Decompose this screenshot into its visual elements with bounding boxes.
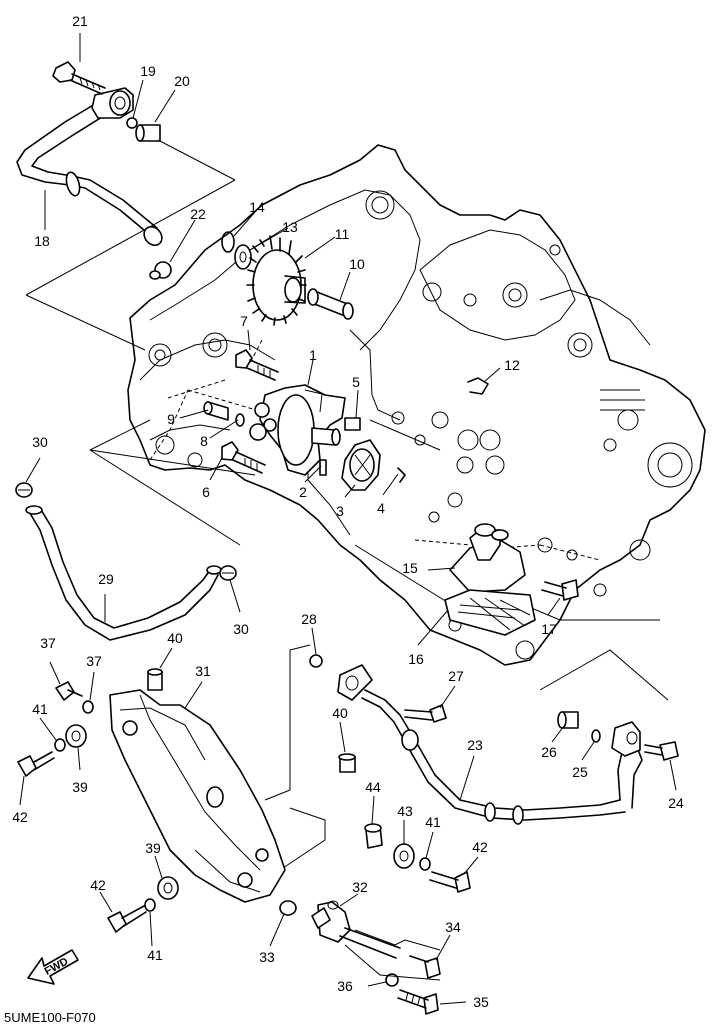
- callout-42-right: 42: [472, 839, 488, 855]
- left-hardware: [17, 661, 179, 947]
- callout-27: 27: [448, 668, 464, 684]
- callout-7: 7: [240, 313, 248, 329]
- callout-37: 37: [40, 635, 56, 651]
- callout-14: 14: [249, 199, 265, 215]
- oil-pipe-assembly: [309, 627, 679, 825]
- callout-40-mid: 40: [332, 705, 348, 721]
- callout-3: 3: [336, 503, 344, 519]
- callout-35: 35: [473, 994, 489, 1010]
- callout-labels: 21 19 20 18 22 14 13 11 10 7 1 12 5 9 8 …: [12, 13, 684, 1010]
- oil-pump-assembly: [179, 329, 406, 498]
- callout-18: 18: [34, 233, 50, 249]
- strainer-assembly: [417, 523, 579, 646]
- drawing-code: 5UME100-F070: [4, 1010, 96, 1025]
- callout-4: 4: [377, 500, 385, 516]
- callout-36: 36: [337, 978, 353, 994]
- callout-42-bottom: 42: [90, 877, 106, 893]
- callout-11: 11: [335, 226, 350, 242]
- callout-13: 13: [282, 219, 298, 235]
- callout-1: 1: [309, 347, 317, 363]
- callout-33: 33: [259, 949, 275, 965]
- forward-direction-arrow: FWD: [27, 949, 79, 985]
- callout-21: 21: [72, 13, 88, 29]
- callout-38: 37: [86, 653, 102, 669]
- fwd-label: FWD: [43, 956, 71, 978]
- callout-25: 25: [572, 764, 588, 780]
- breather-hose-assembly: [16, 33, 236, 280]
- callout-40-top: 40: [167, 630, 183, 646]
- callout-41-bottom: 41: [147, 947, 163, 963]
- callout-32: 32: [352, 879, 368, 895]
- callout-30-bottom: 30: [233, 621, 249, 637]
- callout-20: 20: [174, 73, 190, 89]
- callout-41-right: 41: [425, 814, 441, 830]
- right-mount-hardware: [364, 795, 479, 893]
- callout-26: 26: [541, 744, 557, 760]
- collars-40: [147, 647, 356, 773]
- callout-8: 8: [200, 433, 208, 449]
- callout-15: 15: [402, 560, 418, 576]
- lower-hose-assembly: [15, 457, 241, 641]
- callout-30-top: 30: [32, 434, 48, 450]
- callout-42-left: 42: [12, 809, 28, 825]
- callout-6: 6: [202, 484, 210, 500]
- callout-28: 28: [301, 611, 317, 627]
- callout-39-left: 39: [72, 779, 88, 795]
- callout-5: 5: [352, 374, 360, 390]
- callout-24: 24: [668, 795, 684, 811]
- callout-43: 43: [397, 803, 413, 819]
- callout-10: 10: [349, 256, 365, 272]
- callout-44: 44: [365, 779, 381, 795]
- reference-lines: [25, 179, 669, 981]
- callout-12: 12: [504, 357, 520, 373]
- callout-19: 19: [140, 63, 156, 79]
- callout-39-bottom: 39: [145, 840, 161, 856]
- callout-34: 34: [445, 919, 461, 935]
- callout-31: 31: [195, 663, 211, 679]
- callout-41-left: 41: [32, 701, 48, 717]
- callout-9: 9: [167, 411, 175, 427]
- engine-crankcase: [127, 144, 706, 666]
- callout-22: 22: [190, 206, 206, 222]
- circlip-12: [467, 367, 501, 395]
- callout-2: 2: [299, 484, 307, 500]
- drain-fitting-assembly: [269, 893, 467, 1015]
- callout-23: 23: [467, 737, 483, 753]
- callout-17: 17: [541, 621, 557, 637]
- gear-shaft-assembly: [221, 211, 354, 326]
- callout-29: 29: [98, 571, 114, 587]
- callout-16: 16: [408, 651, 424, 667]
- guard-plate-31: [109, 681, 286, 903]
